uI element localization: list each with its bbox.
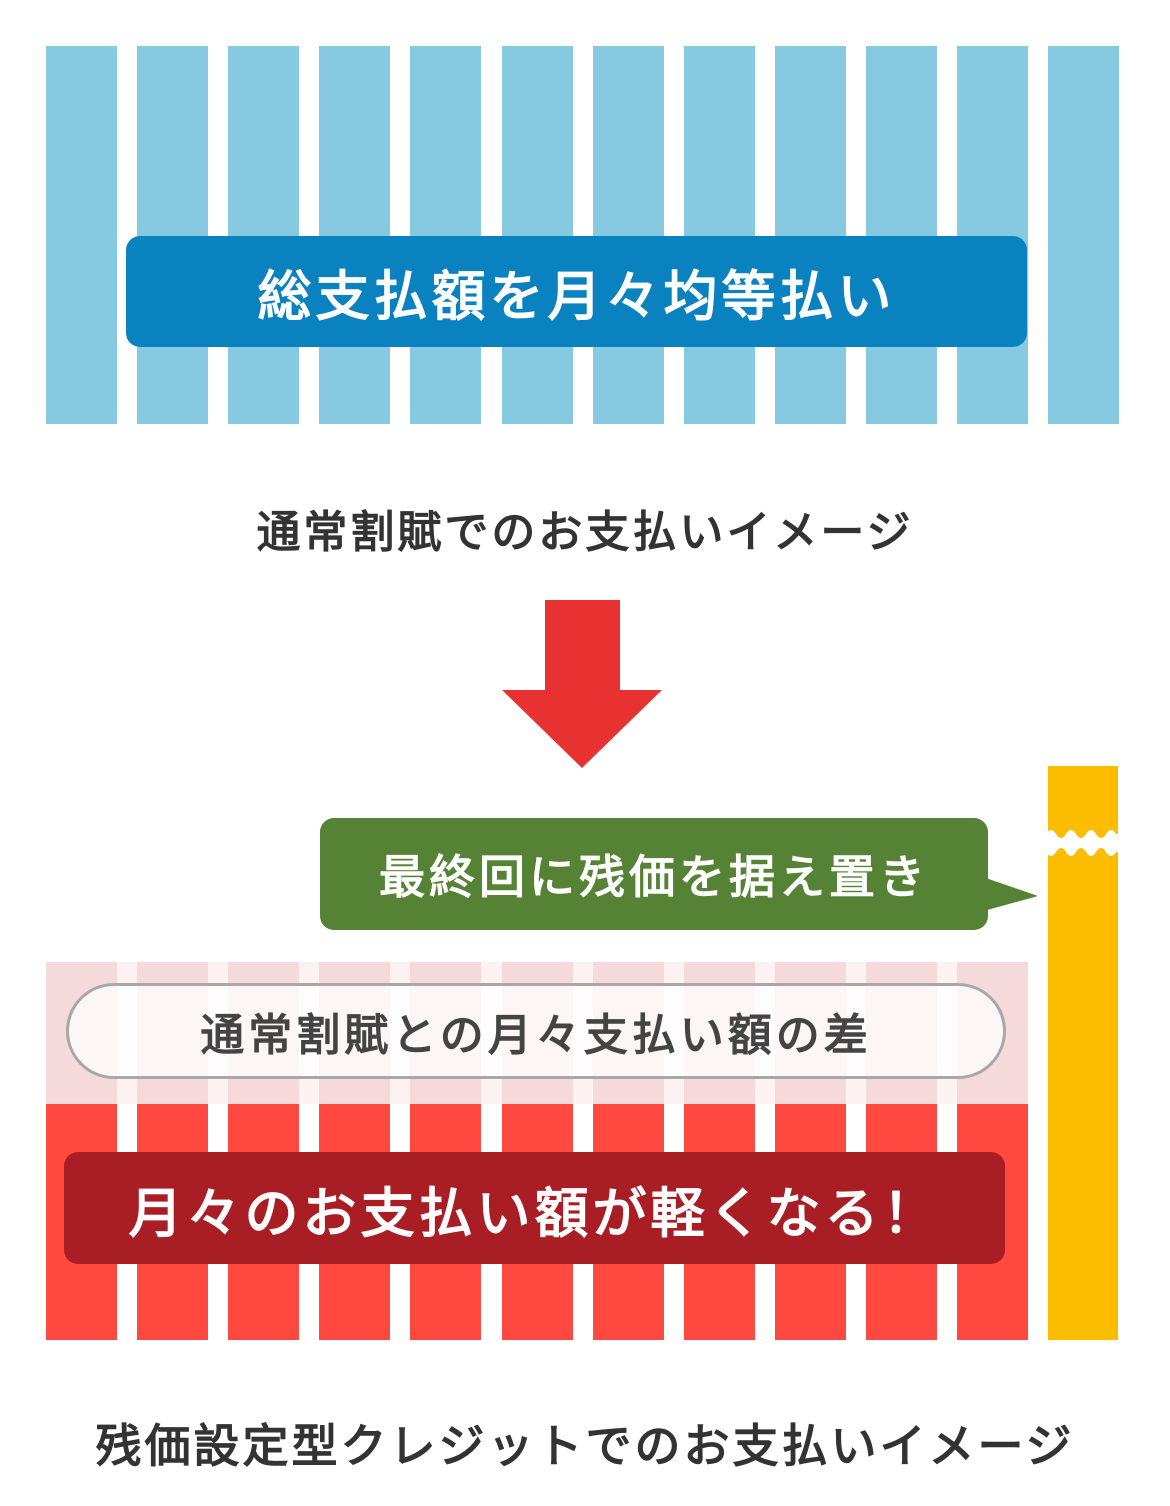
- residual-payment-caption: 残価設定型クレジットでのお支払いイメージ: [95, 1419, 1075, 1473]
- regular-payment-bar: [228, 46, 300, 424]
- callout-pointer: [980, 876, 1038, 912]
- regular-payment-bar: [137, 46, 209, 424]
- regular-payment-bar: [46, 46, 117, 424]
- regular-payment-bar: [501, 46, 573, 424]
- difference-label-text: 通常割賦との月々支払い額の差: [200, 1010, 872, 1061]
- regular-payment-bar: [865, 46, 937, 424]
- regular-payment-label: 総支払額を月々均等払い: [126, 236, 1027, 347]
- bar-break-mark: [1046, 830, 1120, 856]
- difference-label: 通常割賦との月々支払い額の差: [66, 983, 1006, 1079]
- regular-payment-label-text: 総支払額を月々均等払い: [257, 265, 896, 328]
- regular-payment-bar: [683, 46, 755, 424]
- regular-payment-caption: 通常割賦でのお支払いイメージ: [256, 507, 914, 558]
- regular-payment-bar: [319, 46, 391, 424]
- reduction-label: 月々のお支払い額が軽くなる！: [64, 1152, 1005, 1264]
- final-payment-bar: [1048, 766, 1118, 1340]
- down-arrow-icon: [502, 600, 662, 768]
- regular-payment-bar: [410, 46, 482, 424]
- reduction-label-text: 月々のお支払い額が軽くなる！: [128, 1181, 941, 1245]
- residual-callout-label: 最終回に残価を据え置き: [320, 818, 988, 930]
- regular-payment-bar: [592, 46, 664, 424]
- regular-payment-bar: [1048, 46, 1120, 424]
- regular-payment-bar: [774, 46, 846, 424]
- regular-payment-bar: [957, 46, 1028, 424]
- residual-callout-label-text: 最終回に残価を据え置き: [379, 850, 929, 904]
